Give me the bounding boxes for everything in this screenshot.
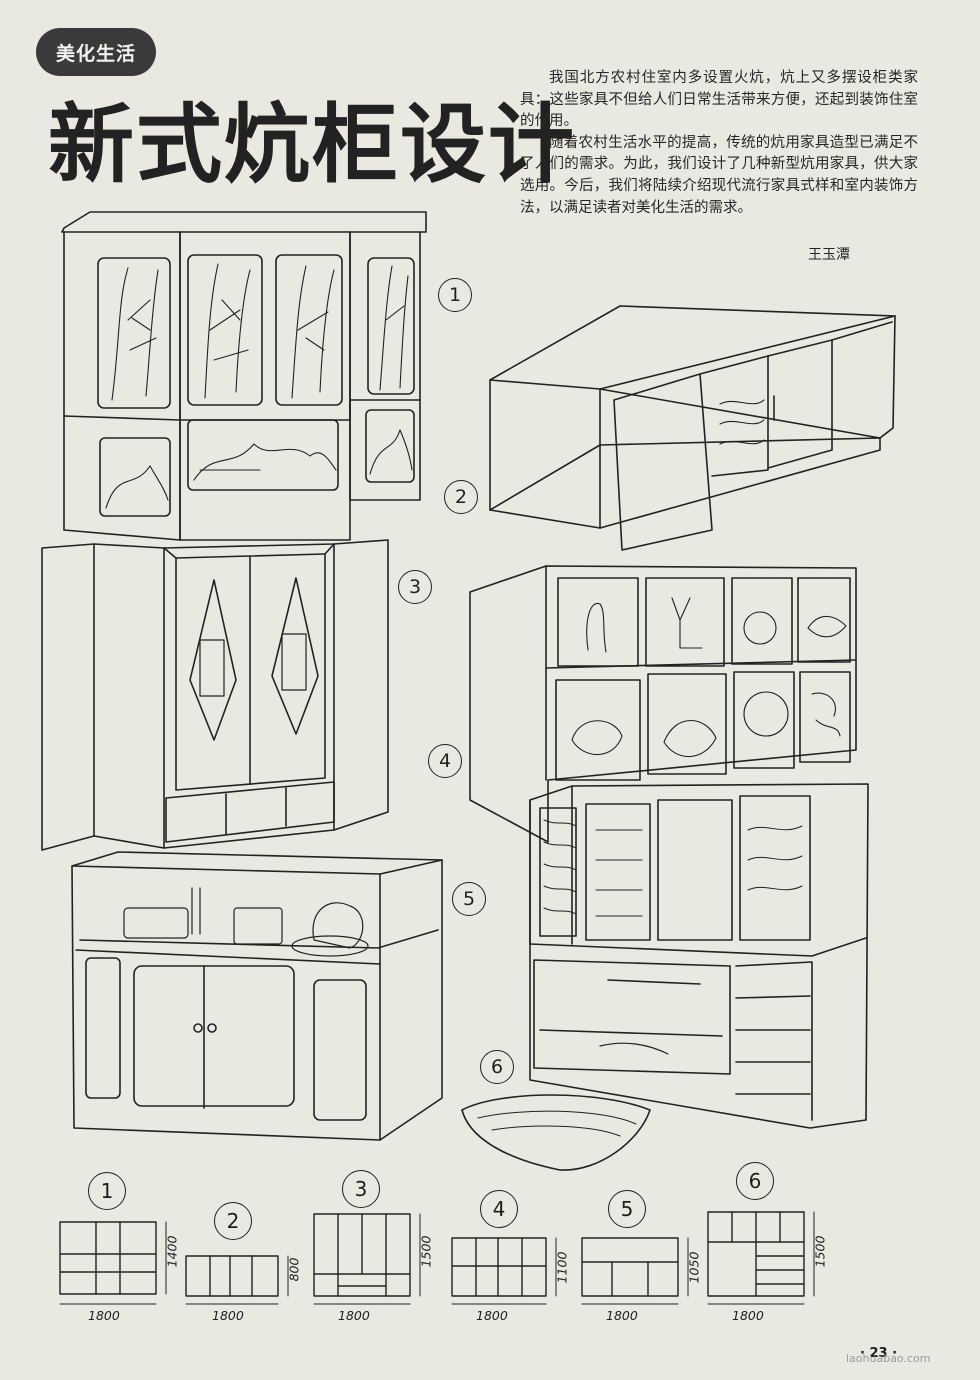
cabinet-2-illustration (489, 305, 896, 551)
intro-text: 我国北方农村住室内多设置火炕，炕上又多摆设柜类家具：这些家具不但给人们日常生活带… (520, 68, 918, 219)
cabinet-5-illustration (71, 851, 443, 1141)
cabinet-3-illustration (41, 539, 389, 851)
dimension-6-number: 6 (736, 1162, 774, 1200)
figure-4-label: 4 (428, 744, 462, 778)
author-name: 王玉潭 (808, 247, 850, 263)
intro-paragraph-1: 我国北方农村住室内多设置火炕，炕上又多摆设柜类家具：这些家具不但给人们日常生活带… (520, 70, 918, 130)
dimension-4-number: 4 (480, 1190, 518, 1228)
dimension-3-number: 3 (342, 1170, 380, 1208)
dimension-5-number: 5 (608, 1190, 646, 1228)
dimension-2-width: 1800 (212, 1308, 244, 1323)
dimension-6-width: 1800 (732, 1308, 764, 1323)
dimension-1-width: 1800 (88, 1308, 120, 1323)
cabinet-6-illustration (461, 783, 869, 1171)
figure-5-label: 5 (452, 882, 486, 916)
dimension-4-height: 1100 (554, 1251, 570, 1284)
dimension-4-width: 1800 (476, 1308, 508, 1323)
page-number: · 23 · (860, 1346, 898, 1361)
dimension-3-height: 1500 (418, 1235, 434, 1268)
figure-3-label: 3 (398, 570, 432, 604)
dimension-2-height: 800 (286, 1257, 302, 1282)
dimension-1-number: 1 (88, 1172, 126, 1210)
site-watermark: laohuabao.com (846, 1352, 931, 1365)
section-tag: 美化生活 (36, 28, 156, 76)
dimension-1-height: 1400 (164, 1235, 180, 1268)
cabinet-1-illustration (61, 211, 427, 541)
dimension-3-width: 1800 (338, 1308, 370, 1323)
dimension-2-number: 2 (214, 1202, 252, 1240)
dimension-diagrams (59, 1211, 815, 1305)
dimension-5-width: 1800 (606, 1308, 638, 1323)
figure-6-label: 6 (480, 1050, 514, 1084)
cabinet-4-illustration (469, 565, 857, 843)
figure-1-label: 1 (438, 278, 472, 312)
intro-paragraph-2: 随着农村生活水平的提高，传统的炕用家具造型已满足不了人们的需求。为此，我们设计了… (520, 134, 918, 216)
dimension-5-height: 1050 (686, 1251, 702, 1284)
dimension-6-height: 1500 (812, 1235, 828, 1268)
article-headline: 新式炕柜设计 (48, 94, 576, 195)
figure-2-label: 2 (444, 480, 478, 514)
